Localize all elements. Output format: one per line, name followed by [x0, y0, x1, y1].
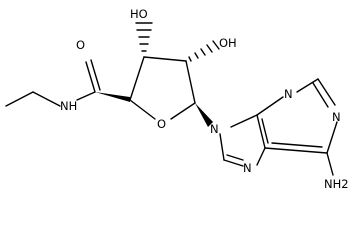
bond-c8-n7-a	[223, 159, 244, 167]
bond-c2-n1-a	[317, 78, 336, 106]
atom-oh-c3: HO	[130, 7, 148, 21]
bond-c4-c5	[256, 114, 266, 149]
structure-diagram: NH O O HO OH N N N N NH2	[5, 7, 349, 191]
bond-c4-c3	[129, 56, 145, 101]
atom-n7: N	[243, 161, 252, 175]
bond-c6-nh2	[326, 152, 334, 176]
bond-n-carbonyl	[76, 91, 96, 101]
atom-oh-c2: OH	[219, 36, 237, 50]
bond-c8-n7-b	[226, 154, 244, 161]
hashed-bond-c2-oh	[188, 40, 220, 62]
bond-n3-c2	[296, 78, 319, 93]
bond-c2-c1	[185, 60, 196, 104]
bond-n9-c8	[219, 133, 225, 161]
bond-carbonyl-double-a	[85, 61, 96, 93]
bond-n7-c5	[256, 147, 266, 166]
bond-carbonyl-double-b	[90, 59, 101, 91]
hashed-bond-c3-oh	[135, 22, 153, 52]
bond-c6-c5-a	[264, 147, 328, 154]
atom-nh2: NH2	[324, 177, 349, 191]
bond-c4-n3	[256, 96, 284, 116]
atom-n3: N	[284, 87, 293, 101]
atom-nh-amide: NH	[60, 99, 77, 113]
atom-n1: N	[332, 110, 341, 124]
bond-c2-n1-b	[312, 82, 329, 108]
bond-c4-c5-inner	[261, 118, 269, 144]
bond-c6-c5-b	[271, 142, 323, 148]
bond-ch3-ch2	[5, 91, 34, 107]
bond-n1-c6	[326, 121, 338, 154]
bond-n9-c4	[230, 114, 258, 128]
bond-c1-oring	[170, 102, 196, 120]
bond-ch2-n	[32, 91, 61, 107]
atom-o-ring: O	[157, 117, 166, 131]
bond-oring-c4	[129, 99, 156, 120]
wedge-c4-carbonyl	[95, 92, 130, 102]
wedge-c1-n9	[195, 103, 213, 127]
molecule-drawing: NH O O HO OH N N N N NH2	[5, 7, 349, 191]
atom-o-carbonyl: O	[76, 38, 85, 52]
atom-n9: N	[210, 122, 219, 136]
bond-c3-c2	[143, 56, 187, 62]
